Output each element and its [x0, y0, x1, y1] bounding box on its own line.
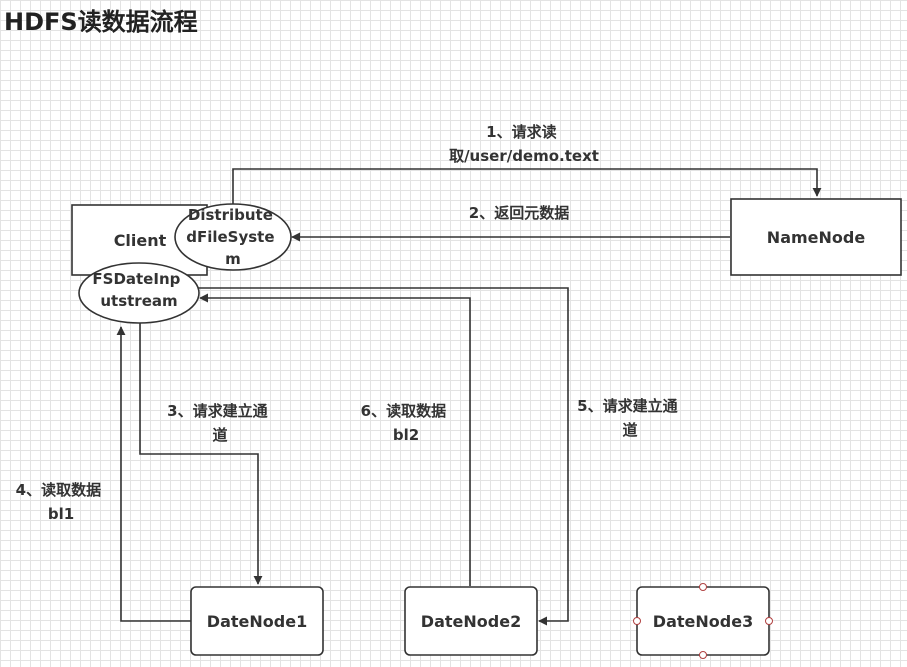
- distributed-filesystem-node[interactable]: [174, 203, 292, 271]
- edge-step3: [139, 323, 263, 585]
- edge-step1: [232, 168, 822, 205]
- datanode1-node[interactable]: [190, 586, 324, 656]
- fs-input-stream-label: FSDateInp utstream: [92, 270, 185, 310]
- resize-handle-right[interactable]: [765, 617, 773, 625]
- resize-handle-left[interactable]: [633, 617, 641, 625]
- edge-label-step3: 3、请求建立通 道: [167, 402, 273, 444]
- edge-step6: [199, 293, 471, 586]
- fs-input-stream-node[interactable]: [78, 262, 200, 324]
- edge-label-step2: 2、返回元数据: [469, 204, 569, 222]
- resize-handle-bottom[interactable]: [699, 651, 707, 659]
- namenode-node[interactable]: [730, 198, 902, 276]
- resize-handle-top[interactable]: [699, 583, 707, 591]
- edge-label-step6: 6、读取数据 bl2: [361, 402, 452, 444]
- distributed-filesystem-label: Distribute dFileSyste m: [186, 206, 280, 268]
- edge-label-step5: 5、请求建立通 道: [577, 397, 683, 439]
- edge-step4: [116, 326, 191, 622]
- diagram-title: HDFS读数据流程: [4, 8, 198, 36]
- datanode1-label: DateNode1: [207, 612, 307, 631]
- datanode2-node[interactable]: [404, 586, 538, 656]
- datanode2-label: DateNode2: [421, 612, 521, 631]
- edge-label-step1: 1、请求读 取/user/demo.text: [449, 123, 599, 165]
- edge-step5: [196, 287, 569, 626]
- namenode-label: NameNode: [767, 228, 866, 247]
- edge-label-step4: 4、读取数据 bl1: [16, 481, 107, 523]
- datanode3-label: DateNode3: [653, 612, 753, 631]
- client-label: Client: [114, 231, 167, 250]
